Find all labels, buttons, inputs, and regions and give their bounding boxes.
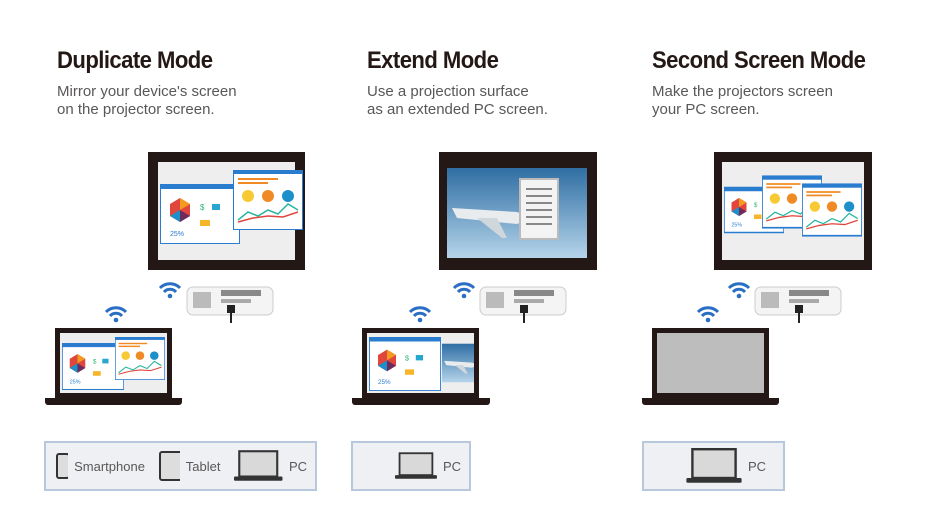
supported-devices-box: Smartphone Tablet PC — [44, 441, 317, 491]
projector-icon — [753, 283, 843, 323]
tablet-icon — [158, 451, 180, 481]
wifi-icon — [696, 304, 720, 324]
screen-surface — [447, 168, 587, 258]
description-line: your PC screen. — [652, 101, 760, 118]
duplicate-mode-description: Mirror your device's screen on the proje… — [57, 83, 237, 119]
description-line: as an extended PC screen. — [367, 101, 548, 118]
wifi-icon — [408, 304, 432, 324]
supported-devices-box: PC — [642, 441, 785, 491]
screen-surface — [722, 162, 864, 260]
projector-icon — [185, 283, 275, 323]
laptop-screen-blank — [657, 333, 764, 393]
projection-screen — [714, 152, 872, 270]
device-label: Smartphone — [74, 458, 145, 474]
device-label: Tablet — [185, 458, 221, 474]
extend-mode-title: Extend Mode — [367, 47, 499, 74]
wifi-icon — [452, 280, 476, 300]
chart-slide — [115, 337, 165, 380]
pc-icon — [234, 448, 283, 484]
airplane-image — [447, 168, 587, 258]
pc-icon — [686, 448, 742, 484]
extend-mode-description: Use a projection surface as an extended … — [367, 83, 548, 119]
projection-screen — [439, 152, 597, 270]
laptop — [55, 328, 172, 398]
description-line: Mirror your device's screen — [57, 83, 237, 100]
duplicate-mode-title: Duplicate Mode — [57, 47, 213, 74]
device-label: PC — [442, 458, 461, 474]
chart-slide — [802, 182, 862, 238]
infographic-slide — [160, 184, 240, 244]
wifi-icon — [104, 304, 128, 324]
laptop — [652, 328, 769, 398]
projector-icon — [478, 283, 568, 323]
laptop-base — [45, 398, 182, 405]
description-line: on the projector screen. — [57, 101, 215, 118]
chart-slide — [233, 170, 303, 230]
second-screen-mode-description: Make the projectors screen your PC scree… — [652, 83, 833, 119]
laptop — [362, 328, 479, 398]
wifi-icon — [727, 280, 751, 300]
smartphone-icon — [56, 453, 69, 479]
pc-icon — [395, 448, 437, 484]
airplane-image — [442, 335, 474, 391]
laptop-screen — [367, 333, 474, 393]
description-line: Use a projection surface — [367, 83, 529, 100]
wifi-icon — [158, 280, 182, 300]
device-label: PC — [748, 458, 767, 474]
device-label: PC — [288, 458, 307, 474]
description-line: Make the projectors screen — [652, 83, 833, 100]
screen-surface — [158, 162, 295, 260]
supported-devices-box: PC — [351, 441, 471, 491]
projection-screen — [148, 152, 305, 270]
second-screen-mode-title: Second Screen Mode — [652, 47, 866, 74]
laptop-base — [352, 398, 490, 405]
laptop-screen — [60, 333, 167, 393]
infographic-slide — [369, 337, 441, 391]
document-window — [519, 178, 559, 240]
laptop-base — [642, 398, 779, 405]
